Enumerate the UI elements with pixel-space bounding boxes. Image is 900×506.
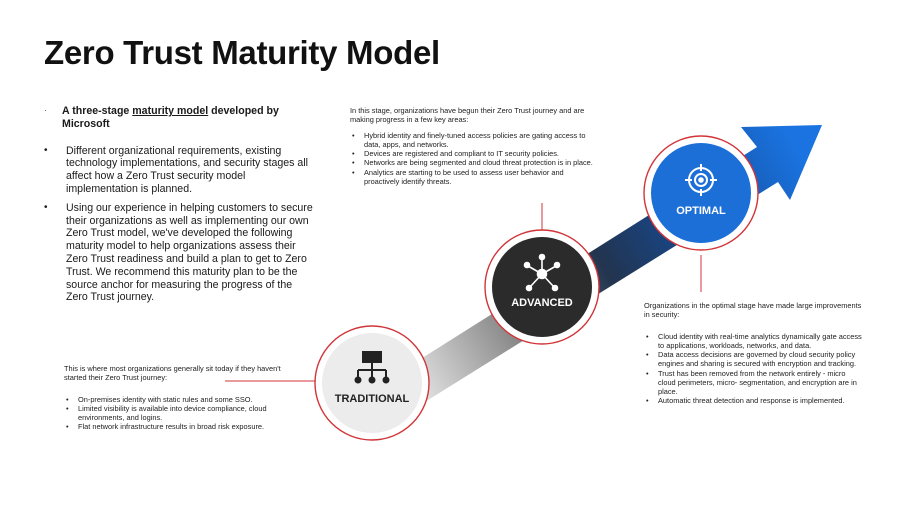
list-item: Trust has been removed from the network … — [644, 369, 862, 397]
hierarchy-icon — [354, 351, 390, 384]
advanced-description: In this stage, organizations have begun … — [350, 106, 600, 186]
list-item: Using our experience in helping customer… — [44, 202, 314, 304]
heading-prefix: A three-stage — [62, 105, 133, 117]
optimal-description: Organizations in the optimal stage have … — [644, 301, 862, 406]
left-heading: · A three-stage maturity model developed… — [44, 105, 279, 130]
list-item: Data access decisions are governed by cl… — [644, 350, 862, 368]
list-item: Hybrid identity and finely-tuned access … — [350, 131, 600, 149]
page-title: Zero Trust Maturity Model — [44, 34, 440, 71]
traditional-stage: TRADITIONAL — [314, 325, 430, 441]
traditional-description: This is where most organizations general… — [64, 364, 284, 432]
optimal-intro: Organizations in the optimal stage have … — [644, 301, 862, 320]
list-item: Cloud identity with real-time analytics … — [644, 332, 862, 350]
advanced-label: ADVANCED — [511, 297, 573, 309]
list-item: Analytics are starting to be used to ass… — [350, 168, 600, 186]
list-item: Networks are being segmented and cloud t… — [350, 158, 600, 167]
advanced-stage: ADVANCED — [484, 229, 600, 345]
advanced-bullets: Hybrid identity and finely-tuned access … — [350, 131, 600, 186]
list-item: Devices are registered and compliant to … — [350, 149, 600, 158]
network-hub-icon — [523, 253, 561, 292]
advanced-intro: In this stage, organizations have begun … — [350, 106, 585, 125]
heading-suffix: developed by Microsoft — [62, 105, 279, 130]
list-item: Flat network infrastructure results in b… — [64, 422, 284, 431]
optimal-bullets: Cloud identity with real-time analytics … — [644, 332, 862, 406]
maturity-model-link[interactable]: maturity model — [132, 105, 209, 117]
optimal-label: OPTIMAL — [676, 205, 726, 217]
left-bullets: Different organizational requirements, e… — [44, 145, 314, 305]
list-item: Limited visibility is available into dev… — [64, 404, 284, 422]
list-item: On-premises identity with static rules a… — [64, 395, 284, 404]
optimal-stage: OPTIMAL — [643, 135, 759, 251]
left-description: · A three-stage maturity model developed… — [44, 105, 314, 304]
list-item: Automatic threat detection and response … — [644, 396, 862, 405]
traditional-label: TRADITIONAL — [335, 393, 410, 405]
traditional-bullets: On-premises identity with static rules a… — [64, 395, 284, 432]
target-crosshair-icon — [685, 164, 717, 196]
traditional-intro: This is where most organizations general… — [64, 364, 281, 383]
list-item: Different organizational requirements, e… — [44, 145, 314, 196]
